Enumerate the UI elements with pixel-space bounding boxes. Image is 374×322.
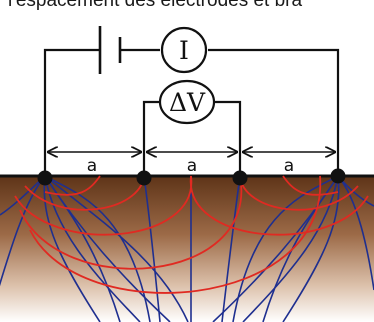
spacing-label-2: a <box>187 156 197 176</box>
equipotential-lines <box>14 175 369 294</box>
circuit-wires <box>43 48 340 176</box>
ammeter-symbol: I <box>179 36 189 65</box>
current-electrode-b <box>330 168 346 184</box>
ammeter <box>160 26 208 74</box>
spacing-label-1: a <box>87 156 97 176</box>
spacing-label-3: a <box>284 156 294 176</box>
potential-electrode-n <box>232 170 248 186</box>
potential-electrode-m <box>136 170 152 186</box>
voltmeter <box>158 79 216 125</box>
current-electrode-a <box>37 170 53 186</box>
voltmeter-symbol: ΔV <box>169 88 206 117</box>
caption-fragment: l'espacement des électrodes et bra <box>8 0 303 11</box>
